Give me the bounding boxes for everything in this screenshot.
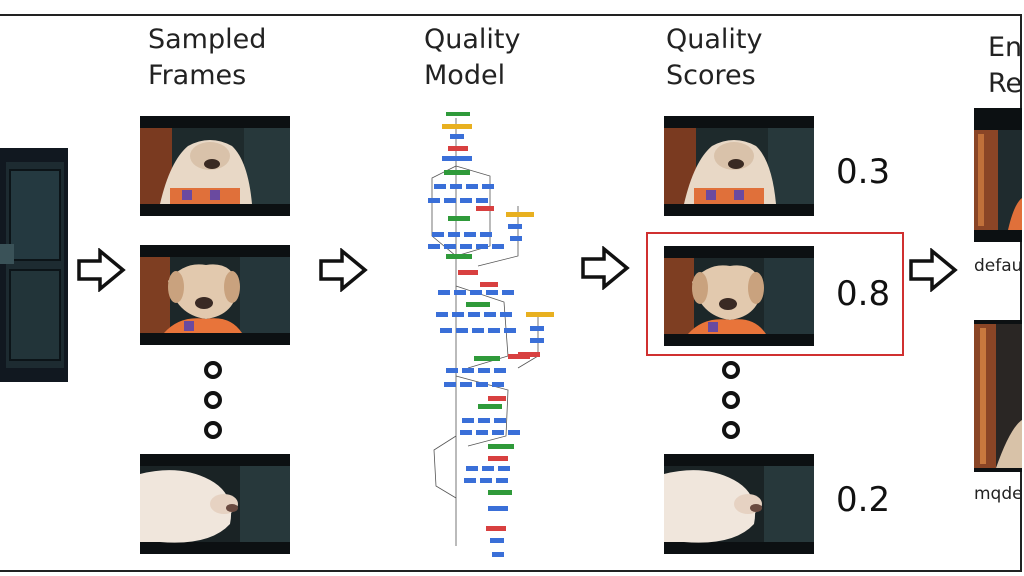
source-video-frame [0,148,68,382]
rendition-default-thumbnail [974,108,1022,242]
quality-model-label-line2: Model [424,60,506,91]
rendition-default-caption: defau [974,256,1023,276]
score-frame-n: 0.2 [836,480,891,520]
sampled-frame-1 [140,116,290,216]
rendition-mqdefault-caption: mqde [974,484,1023,504]
quality-scores-label-line1: Quality [666,24,763,55]
rendition-mqdefault-thumbnail [974,320,1022,472]
enhanced-renditions-label: Enh Ren [988,30,1024,102]
score-frame-1: 0.3 [836,152,891,192]
arrow-to-quality-model [318,248,368,292]
sampled-frame-2 [140,245,290,345]
quality-model-label-line1: Quality [424,24,521,55]
quality-model-network-diagram [428,112,554,557]
enhanced-renditions-label-line2: Ren [988,68,1024,99]
score-frame-2: 0.8 [836,274,891,314]
best-frame-highlight [646,232,904,356]
sampled-frame-n [140,454,290,554]
sampled-frames-label-line1: Sampled [148,24,267,55]
quality-scores-label-line2: Scores [666,60,756,91]
quality-model-label: Quality Model [424,22,520,94]
scored-frame-1 [664,116,814,216]
sampled-frames-label-line2: Frames [148,60,247,91]
quality-scores-label: Quality Scores [666,22,762,94]
scored-frame-2 [664,246,814,346]
arrow-to-renditions [908,248,958,292]
arrow-to-quality-scores [580,246,630,290]
quality-scores-ellipsis [722,361,740,439]
figure-border [0,14,1022,572]
arrow-to-sampled-frames [76,248,126,292]
sampled-frames-ellipsis [204,361,222,439]
enhanced-renditions-label-line1: Enh [988,32,1024,63]
scored-frame-n [664,454,814,554]
sampled-frames-label: Sampled Frames [148,22,266,94]
